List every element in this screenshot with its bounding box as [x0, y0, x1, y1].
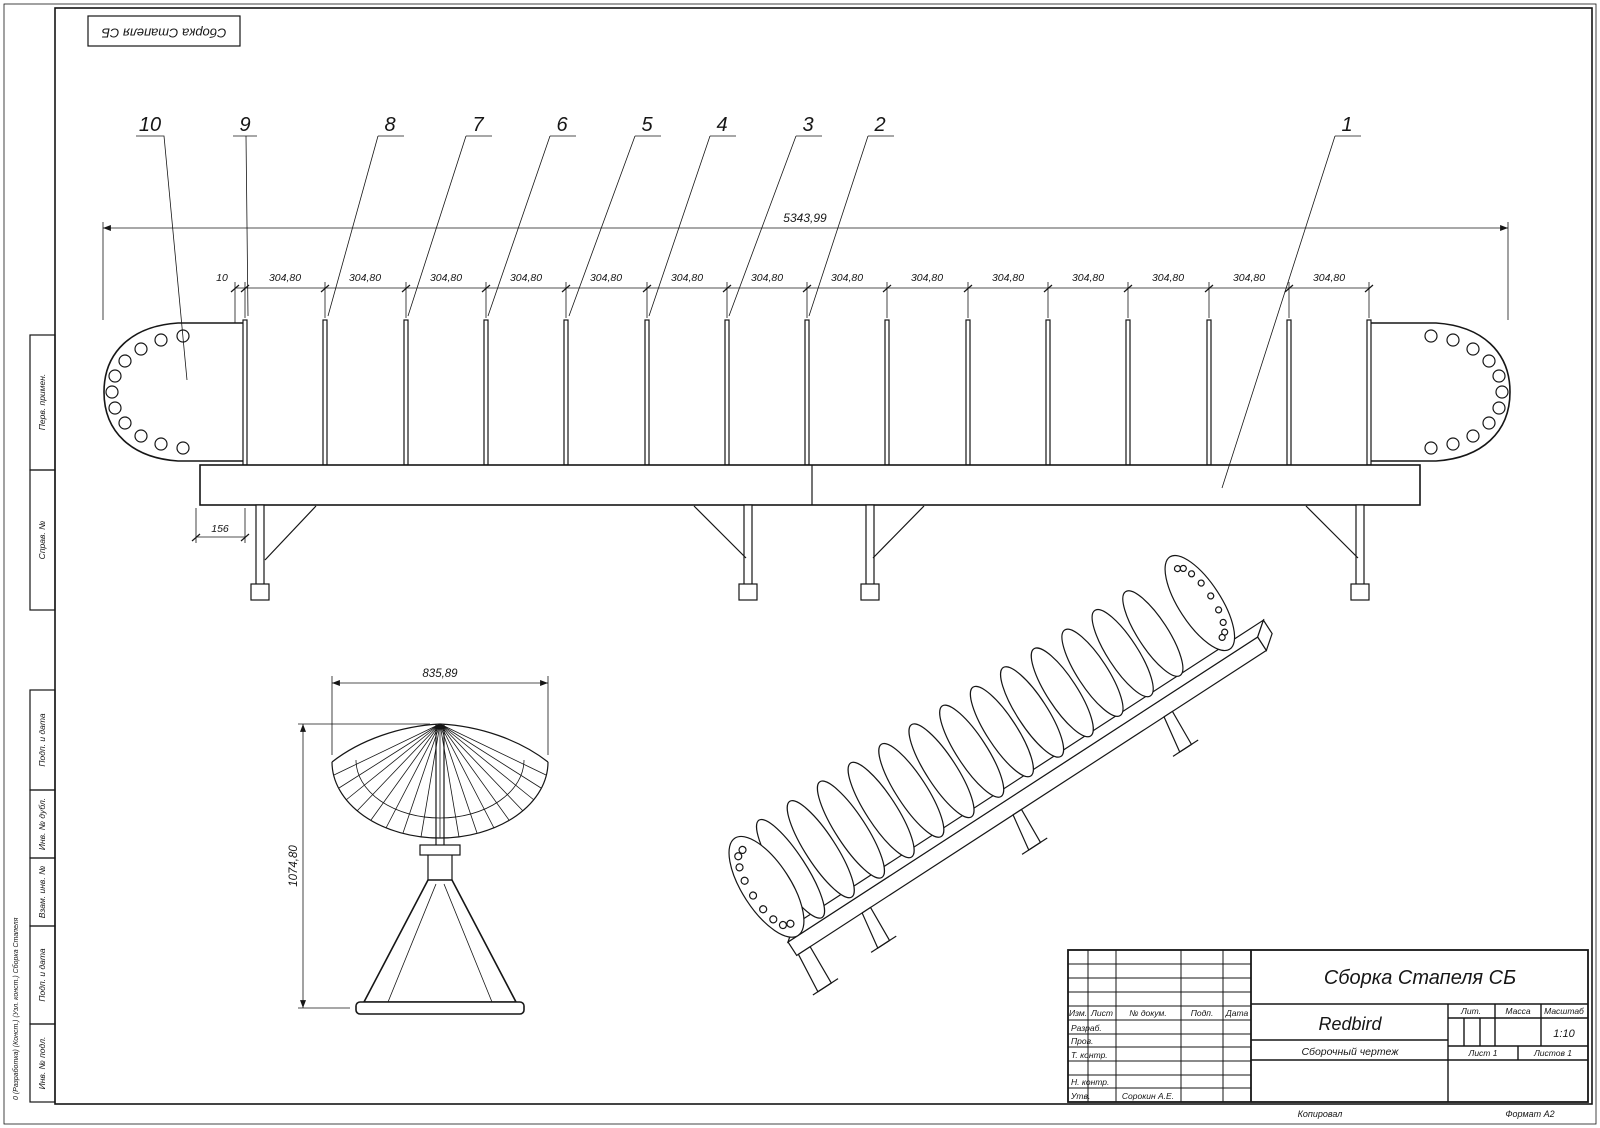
- callout-5: 5: [568, 114, 661, 317]
- title-block: Изм. Лист № докум. Подп. Дата Лит. Масса…: [1067, 949, 1589, 1103]
- right-end-plate: [1368, 322, 1511, 462]
- tb-sheet-label: Лист 1: [1468, 1048, 1498, 1058]
- spacing-dim-label: 304,80: [992, 272, 1024, 284]
- overall-dim-label: 5343,99: [783, 211, 827, 225]
- spacing-dim-label: 304,80: [831, 272, 863, 284]
- svg-text:5: 5: [641, 114, 653, 136]
- spacing-dimensions: 10 304,80 304,80 304,80 304,80 304,80 30…: [216, 272, 1374, 323]
- svg-text:7: 7: [472, 114, 484, 136]
- section-width-label: 835,89: [422, 668, 458, 680]
- svg-text:10: 10: [139, 114, 161, 136]
- svg-text:6: 6: [556, 114, 568, 136]
- tb-masshtab-label: Масштаб: [1544, 1006, 1585, 1016]
- tb-massa-label: Масса: [1505, 1006, 1530, 1016]
- tb-row-prov: Пров.: [1071, 1036, 1093, 1046]
- copied-label: Копировал: [1298, 1109, 1343, 1119]
- tb-col-list: Лист: [1090, 1008, 1113, 1018]
- callout-9: 9: [233, 114, 257, 317]
- margin-label-podp-data-1: Подп. и дата: [37, 713, 47, 766]
- base-beam: [199, 464, 1421, 506]
- tb-lit-label: Лит.: [1460, 1006, 1481, 1016]
- callout-3: 3: [728, 114, 822, 317]
- spacing-dim-label: 304,80: [590, 272, 622, 284]
- callout-10: 10: [136, 114, 188, 381]
- callout-8: 8: [327, 114, 404, 317]
- section-height-label: 1074,80: [288, 845, 300, 887]
- tb-project-name: Redbird: [1318, 1014, 1382, 1034]
- svg-text:1: 1: [1341, 114, 1352, 136]
- tb-row-razrab: Разраб.: [1071, 1023, 1102, 1033]
- margin-label-perv-primen: Перв. примен.: [37, 374, 47, 431]
- title-stamp-text: Сборка Стапеля СБ: [101, 26, 227, 41]
- tb-sheets-label: Листов 1: [1533, 1048, 1572, 1058]
- tb-col-izm: Изм.: [1069, 1008, 1087, 1018]
- spacing-dim-label: 304,80: [1233, 272, 1265, 284]
- margin-label-vzam-inv: Взам. инв. №: [37, 866, 47, 919]
- spacing-dim-label: 304,80: [671, 272, 703, 284]
- overall-dimension: 5343,99: [102, 211, 1509, 320]
- margin-label-inv-podl: Инв. № подл.: [37, 1037, 47, 1090]
- callouts: 10 9 8 7 6 5 4: [136, 114, 1361, 489]
- gap-dim-label: 10: [216, 272, 228, 284]
- callout-1: 1: [1221, 114, 1361, 489]
- isometric-view: [728, 554, 1273, 996]
- spacing-dim-label: 304,80: [1072, 272, 1104, 284]
- svg-text:2: 2: [873, 114, 885, 136]
- iso-near-end-plate: [728, 835, 805, 938]
- former-ribs: [242, 319, 1372, 466]
- spacing-dim-label: 304,80: [430, 272, 462, 284]
- spacing-dim-label: 304,80: [269, 272, 301, 284]
- svg-text:8: 8: [384, 114, 395, 136]
- tb-col-data: Дата: [1225, 1008, 1249, 1018]
- bottom-margin: Копировал Формат А2: [1298, 1109, 1555, 1119]
- title-stamp: Сборка Стапеля СБ: [87, 15, 241, 47]
- spacing-dim-label: 304,80: [911, 272, 943, 284]
- left-margin-columns: Перв. примен. Справ. № Подп. и дата Инв.…: [12, 334, 56, 1103]
- offset-dim-label: 156: [211, 523, 229, 535]
- margin-label-sprav-no: Справ. №: [37, 521, 47, 560]
- tb-col-doc: № докум.: [1129, 1008, 1166, 1018]
- callout-7: 7: [407, 114, 492, 317]
- callout-4: 4: [648, 114, 736, 317]
- callout-6: 6: [487, 114, 576, 317]
- spacing-dim-label: 304,80: [1152, 272, 1184, 284]
- tb-approver-name: Сорокин А.Е.: [1122, 1091, 1174, 1101]
- margin-label-podp-data-2: Подп. и дата: [37, 948, 47, 1001]
- front-view: 5343,99 10 304,80 304,80 304,80 304,80 3…: [102, 114, 1511, 601]
- spacing-dim-label: 304,80: [349, 272, 381, 284]
- margin-side-note: 0 (Разработка) (Конст.) (Узл. конст.) Сб…: [12, 917, 20, 1100]
- section-view: 835,89 1074,80: [288, 668, 549, 1015]
- tb-row-utv: Утв.: [1070, 1091, 1090, 1101]
- iso-far-end-plate: [1164, 554, 1236, 652]
- callout-2: 2: [808, 114, 894, 317]
- svg-text:9: 9: [239, 114, 250, 136]
- tb-scale-value: 1:10: [1553, 1028, 1575, 1040]
- spacing-dim-label: 304,80: [1313, 272, 1345, 284]
- left-end-plate: [103, 322, 246, 462]
- section-height-dimension: 1074,80: [288, 723, 430, 1009]
- tb-doc-type: Сборочный чертеж: [1301, 1046, 1399, 1058]
- spacing-dim-label: 304,80: [510, 272, 542, 284]
- section-width-dimension: 835,89: [331, 668, 549, 755]
- svg-text:3: 3: [802, 114, 813, 136]
- section-pedestal: [355, 724, 525, 1015]
- svg-text:4: 4: [716, 114, 727, 136]
- tb-doc-title: Сборка Стапеля СБ: [1324, 967, 1516, 989]
- section-canopy: [331, 723, 549, 839]
- margin-label-inv-dubl: Инв. № дубл.: [37, 798, 47, 850]
- offset-dimension: 156: [191, 508, 250, 543]
- tb-row-nkontr: Н. контр.: [1071, 1077, 1109, 1087]
- format-label: Формат А2: [1505, 1109, 1554, 1119]
- tb-col-podp: Подп.: [1191, 1008, 1214, 1018]
- support-legs: [250, 504, 1370, 601]
- tb-row-tkontr: Т. контр.: [1071, 1050, 1108, 1060]
- iso-formers: [755, 590, 1184, 919]
- spacing-dim-label: 304,80: [751, 272, 783, 284]
